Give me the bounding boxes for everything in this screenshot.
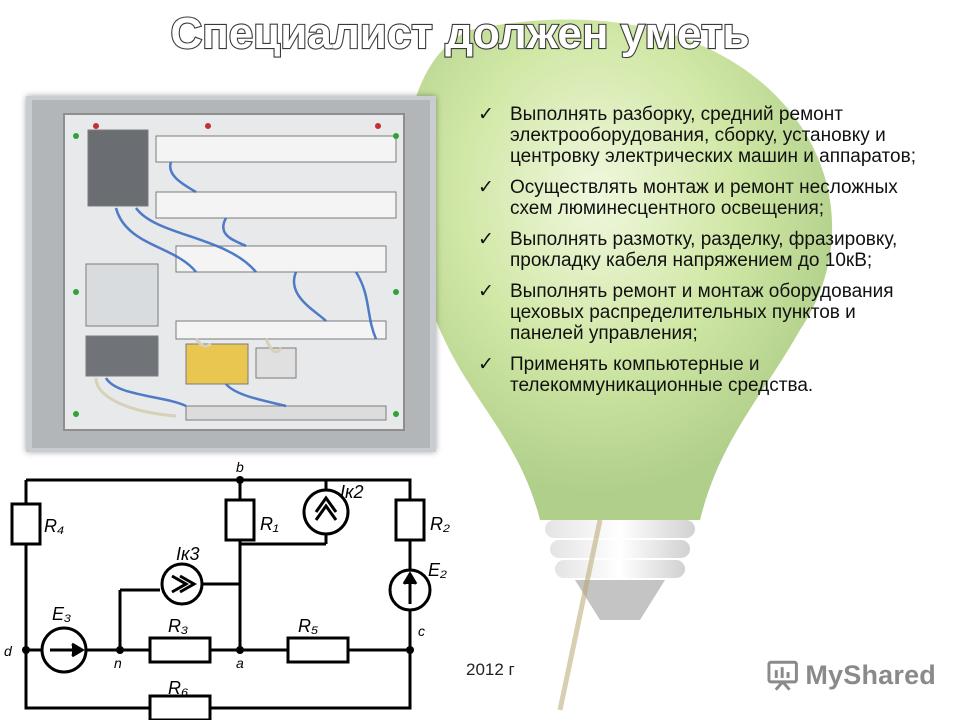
list-item: ✓ Выполнять ремонт и монтаж оборудования…: [476, 281, 926, 344]
svg-text:R₄: R₄: [44, 516, 64, 536]
svg-text:E₂: E₂: [428, 560, 447, 580]
checkmark-icon: ✓: [478, 177, 494, 198]
list-item: ✓ Применять компьютерные и телекоммуника…: [476, 354, 926, 396]
svg-text:Специалист должен уметь: Специалист должен уметь: [170, 9, 749, 58]
svg-text:E₃: E₃: [52, 604, 71, 624]
checkmark-icon: ✓: [478, 281, 494, 302]
svg-text:R₅: R₅: [298, 616, 318, 636]
svg-text:Iк2: Iк2: [340, 482, 364, 502]
list-item: ✓ Осуществлять монтаж и ремонт несложных…: [476, 177, 926, 219]
checkmark-icon: ✓: [478, 229, 494, 250]
svg-text:R₃: R₃: [168, 616, 188, 636]
svg-text:Iк3: Iк3: [176, 544, 200, 564]
logo-text: MyShared: [805, 659, 936, 690]
circuit-schematic: R₄ R₁ R₂ Iк2 Iк3 E₂ E₃ R₃ R₅ R₆ b a n c …: [0, 460, 458, 720]
list-item: ✓ Выполнять размотку, разделку, фразиров…: [476, 229, 926, 271]
svg-text:R₁: R₁: [260, 514, 279, 534]
checkmark-icon: ✓: [478, 104, 494, 125]
svg-text:n: n: [114, 655, 122, 671]
list-item-text: Применять компьютерные и телекоммуникаци…: [510, 354, 814, 396]
myshared-logo-link[interactable]: MyShared: [766, 655, 936, 695]
svg-text:c: c: [418, 623, 425, 639]
list-item-text: Осуществлять монтаж и ремонт несложных с…: [510, 177, 898, 219]
electrical-panel-photo: [26, 96, 436, 452]
presentation-icon: [767, 660, 798, 691]
svg-text:d: d: [4, 643, 13, 659]
list-item-text: Выполнять ремонт и монтаж оборудования ц…: [510, 281, 894, 344]
page-title: Специалист должен уметь: [169, 8, 750, 58]
list-item-text: Выполнять разборку, средний ремонт элект…: [510, 104, 916, 167]
svg-text:b: b: [236, 460, 244, 475]
footer-year: 2012 г: [466, 660, 515, 679]
list-item: ✓ Выполнять разборку, средний ремонт эле…: [476, 104, 926, 167]
svg-text:a: a: [236, 655, 244, 671]
skills-list: ✓ Выполнять разборку, средний ремонт эле…: [476, 104, 926, 406]
list-item-text: Выполнять размотку, разделку, фразировку…: [510, 229, 898, 271]
svg-text:R₆: R₆: [168, 678, 188, 698]
svg-text:R₂: R₂: [430, 514, 450, 534]
checkmark-icon: ✓: [478, 354, 494, 375]
